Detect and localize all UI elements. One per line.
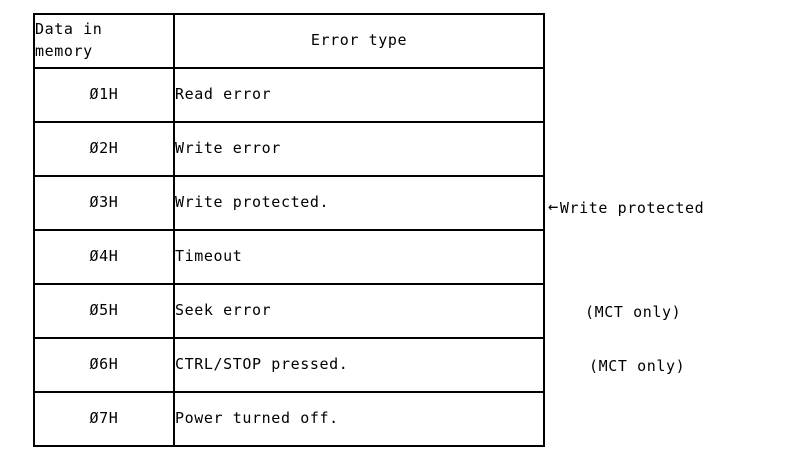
cell-error-type: Power turned off. <box>173 391 545 447</box>
error-code-table: Data in memory Error type Ø1H Read error… <box>33 13 545 447</box>
cell-error-type: Write protected. <box>173 175 545 231</box>
cell-code: Ø1H <box>33 67 175 123</box>
cell-error-type: CTRL/STOP pressed. <box>173 337 545 393</box>
cell-code: Ø4H <box>33 229 175 285</box>
cell-error-type: Timeout <box>173 229 545 285</box>
header-data-in-memory: Data in memory <box>33 13 175 69</box>
table-row: Ø1H Read error <box>33 67 545 123</box>
left-arrow-icon: ← <box>548 196 559 217</box>
header-error-type: Error type <box>173 13 545 69</box>
cell-error-type: Read error <box>173 67 545 123</box>
table-row: Ø6H CTRL/STOP pressed. <box>33 337 545 393</box>
table-header-row: Data in memory Error type <box>33 13 545 69</box>
cell-code: Ø6H <box>33 337 175 393</box>
annotation-mct-only-ctrl-stop: (MCT only) <box>589 357 686 375</box>
table-row: Ø3H Write protected. <box>33 175 545 231</box>
table-row: Ø5H Seek error <box>33 283 545 339</box>
annotation-write-protected-label: Write protected <box>559 199 705 217</box>
table-row: Ø2H Write error <box>33 121 545 177</box>
cell-code: Ø7H <box>33 391 175 447</box>
table-row: Ø7H Power turned off. <box>33 391 545 447</box>
cell-code: Ø5H <box>33 283 175 339</box>
table-row: Ø4H Timeout <box>33 229 545 285</box>
cell-code: Ø3H <box>33 175 175 231</box>
cell-code: Ø2H <box>33 121 175 177</box>
annotation-mct-only-seek: (MCT only) <box>585 303 682 321</box>
cell-error-type: Write error <box>173 121 545 177</box>
cell-error-type: Seek error <box>173 283 545 339</box>
annotation-write-protected: ← Write protected <box>548 196 705 217</box>
